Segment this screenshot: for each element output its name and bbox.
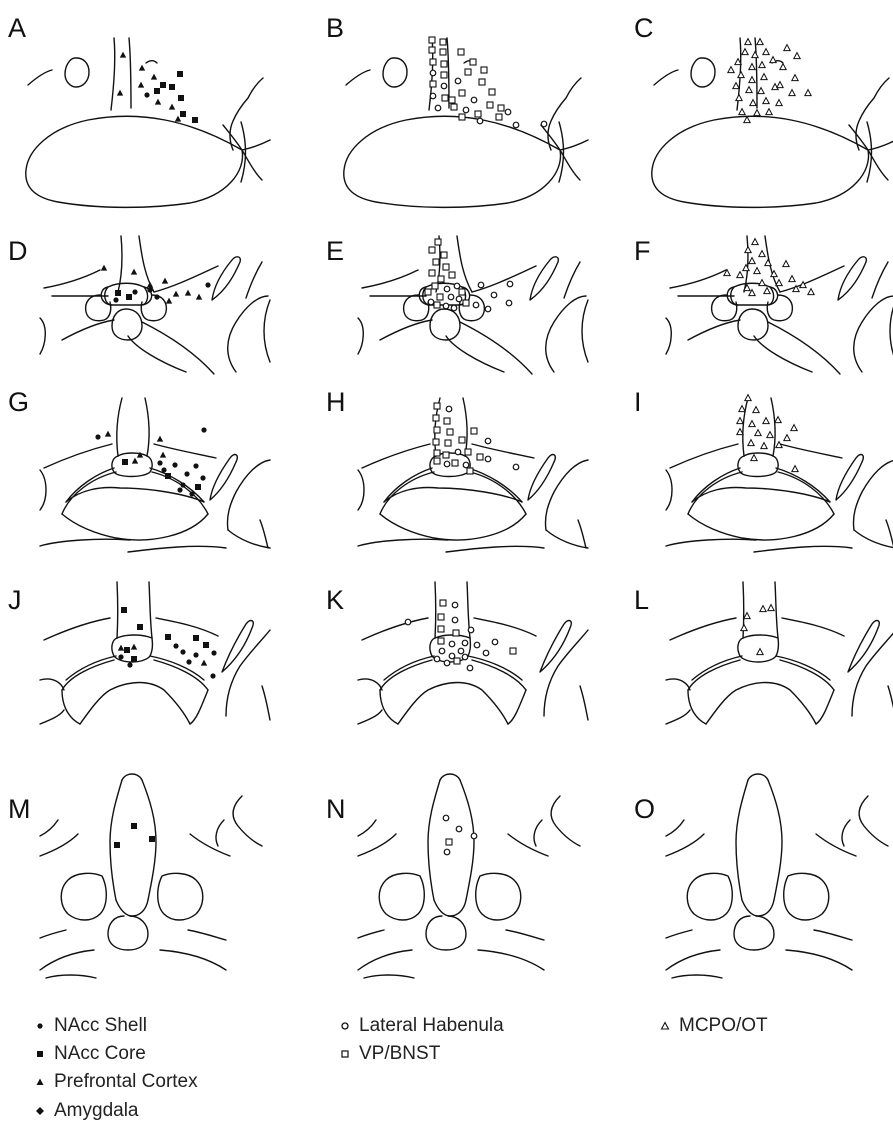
diamond-marker-icon	[35, 1106, 45, 1116]
legend-label: NAcc Shell	[54, 1015, 147, 1037]
legend-label: VP/BNST	[359, 1043, 440, 1065]
dot-marker-icon	[35, 1021, 45, 1031]
legend-item-amygdala: Amygdala	[35, 1100, 139, 1122]
legend-item-nacc-shell: NAcc Shell	[35, 1015, 147, 1037]
legend-label: Amygdala	[54, 1100, 139, 1122]
legend-label: MCPO/OT	[679, 1015, 768, 1037]
legend-item-nacc-core: NAcc Core	[35, 1043, 146, 1065]
triangle-marker-icon	[35, 1077, 45, 1087]
legend-label: Prefrontal Cortex	[54, 1071, 198, 1093]
legend-item-lateral-habenula: Lateral Habenula	[340, 1015, 504, 1037]
legend-label: NAcc Core	[54, 1043, 146, 1065]
legend-label: Lateral Habenula	[359, 1015, 504, 1037]
open-square-marker-icon	[340, 1049, 350, 1059]
legend-item-prefrontal-cortex: Prefrontal Cortex	[35, 1071, 198, 1093]
legend-item-mcpo-ot: MCPO/OT	[660, 1015, 768, 1037]
square-marker-icon	[35, 1049, 45, 1059]
open-circle-marker-icon	[340, 1021, 350, 1031]
open-triangle-marker-icon	[660, 1021, 670, 1031]
legend-item-vp-bnst: VP/BNST	[340, 1043, 440, 1065]
